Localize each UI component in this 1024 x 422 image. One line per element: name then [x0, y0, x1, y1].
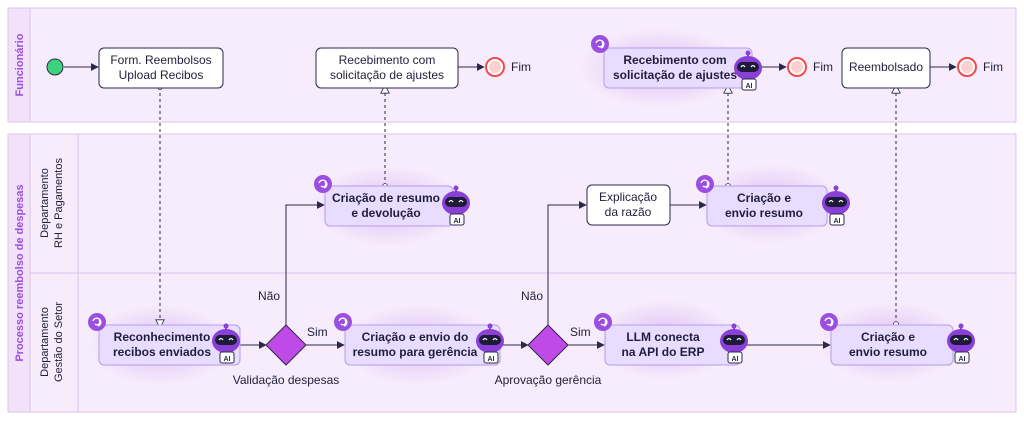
lane-rh-label-1: Departamento — [39, 168, 51, 238]
gateway-aprovacao-label: Aprovação gerência — [495, 373, 602, 387]
pool-processo-label: Processo reembolso de despesas — [14, 184, 26, 361]
gateway-validacao — [265, 324, 307, 366]
task-text: Criação e envio do — [362, 330, 469, 344]
task-text: recibos enviados — [113, 345, 211, 359]
end-event-2 — [787, 57, 807, 77]
ai-swirl-icon — [820, 313, 838, 331]
ai-swirl-icon — [696, 175, 714, 193]
task-reconhecimento: Reconhecimento recibos enviados — [98, 324, 241, 366]
flow-gw1-nao — [285, 201, 325, 325]
task-text: envio resumo — [725, 206, 803, 220]
task-criacao-envio-resumo-gestao: Criação e envio resumo — [830, 324, 954, 366]
task-criacao-resumo-devolucao: Criação de resumo e devolução — [324, 185, 454, 227]
robot-badge-text: AI — [224, 356, 231, 363]
task-text: Explicação — [599, 190, 657, 204]
ai-robot-icon: AI — [476, 323, 504, 364]
lane-gestao-label-2: Gestão do Setor — [53, 302, 65, 382]
lane-gestao-label-1: Departamento — [39, 307, 51, 377]
ai-robot-icon: AI — [734, 50, 762, 91]
ai-robot-icon: AI — [720, 323, 748, 364]
task-recebimento-2: Recebimento com solicitação de ajustes — [603, 47, 753, 89]
ai-robot-icon: AI — [442, 185, 470, 226]
task-text: LLM conecta — [626, 330, 700, 344]
robot-badge-text: AI — [959, 356, 966, 363]
flow-label-sim-1: Sim — [307, 325, 328, 339]
flow-label-sim-2: Sim — [570, 325, 591, 339]
task-llm-erp: LLM conecta na API do ERP — [604, 324, 741, 366]
ai-robot-icon: AI — [822, 185, 850, 226]
ai-robot-icon: AI — [212, 323, 240, 364]
end-event-3 — [957, 57, 977, 77]
ai-swirl-icon — [594, 313, 612, 331]
pool-funcionario-header — [7, 7, 31, 123]
task-criacao-envio-gerencia: Criação e envio do resumo para gerência — [344, 324, 501, 366]
ai-swirl-icon — [314, 175, 332, 193]
task-text: Reembolsado — [849, 60, 923, 74]
end-event-1 — [485, 57, 505, 77]
task-text: resumo para gerência — [353, 345, 478, 359]
end-label-2: Fim — [813, 60, 833, 74]
gateway-validacao-label: Validação despesas — [233, 373, 340, 387]
flow-label-nao-1: Não — [258, 289, 280, 303]
task-text: solicitação de ajustes — [613, 68, 737, 82]
task-form-reembolsos: Form. Reembolsos Upload Recibos — [98, 47, 224, 89]
ai-swirl-icon — [591, 35, 609, 53]
task-text: Upload Recibos — [119, 68, 204, 82]
task-recebimento-1: Recebimento com solicitação de ajustes — [315, 47, 459, 89]
task-explicacao: Explicação da razão — [586, 184, 671, 226]
task-text: Recebimento com — [623, 53, 726, 67]
task-text: na API do ERP — [622, 345, 705, 359]
robot-badge-text: AI — [834, 218, 841, 225]
task-text: e devolução — [351, 206, 420, 220]
end-label-3: Fim — [983, 60, 1003, 74]
task-text: envio resumo — [849, 345, 927, 359]
task-text: Form. Reembolsos — [110, 53, 211, 67]
task-text: Recebimento com — [339, 53, 436, 67]
task-text: Criação e — [737, 191, 791, 205]
flow-label-nao-2: Não — [521, 289, 543, 303]
task-reembolsado: Reembolsado — [841, 47, 931, 89]
ai-swirl-icon — [88, 313, 106, 331]
robot-badge-text: AI — [454, 218, 461, 225]
task-text: Criação de resumo — [332, 191, 440, 205]
task-criacao-envio-resumo-rh: Criação e envio resumo — [706, 185, 828, 227]
pool-funcionario-label: Funcionário — [14, 33, 26, 96]
task-text: solicitação de ajustes — [330, 68, 444, 82]
task-text: Criação e — [861, 330, 915, 344]
ai-swirl-icon — [334, 313, 352, 331]
end-label-1: Fim — [511, 60, 531, 74]
task-text: Reconhecimento — [114, 330, 211, 344]
lane-rh-label-2: RH e Pagamentos — [53, 158, 65, 248]
gateway-aprovacao — [527, 324, 569, 366]
start-event — [46, 58, 64, 76]
robot-badge-text: AI — [488, 356, 495, 363]
ai-robot-icon: AI — [947, 323, 975, 364]
robot-badge-text: AI — [746, 83, 753, 90]
task-text: da razão — [605, 205, 652, 219]
flow-gw2-nao — [547, 201, 587, 325]
robot-badge-text: AI — [732, 356, 739, 363]
